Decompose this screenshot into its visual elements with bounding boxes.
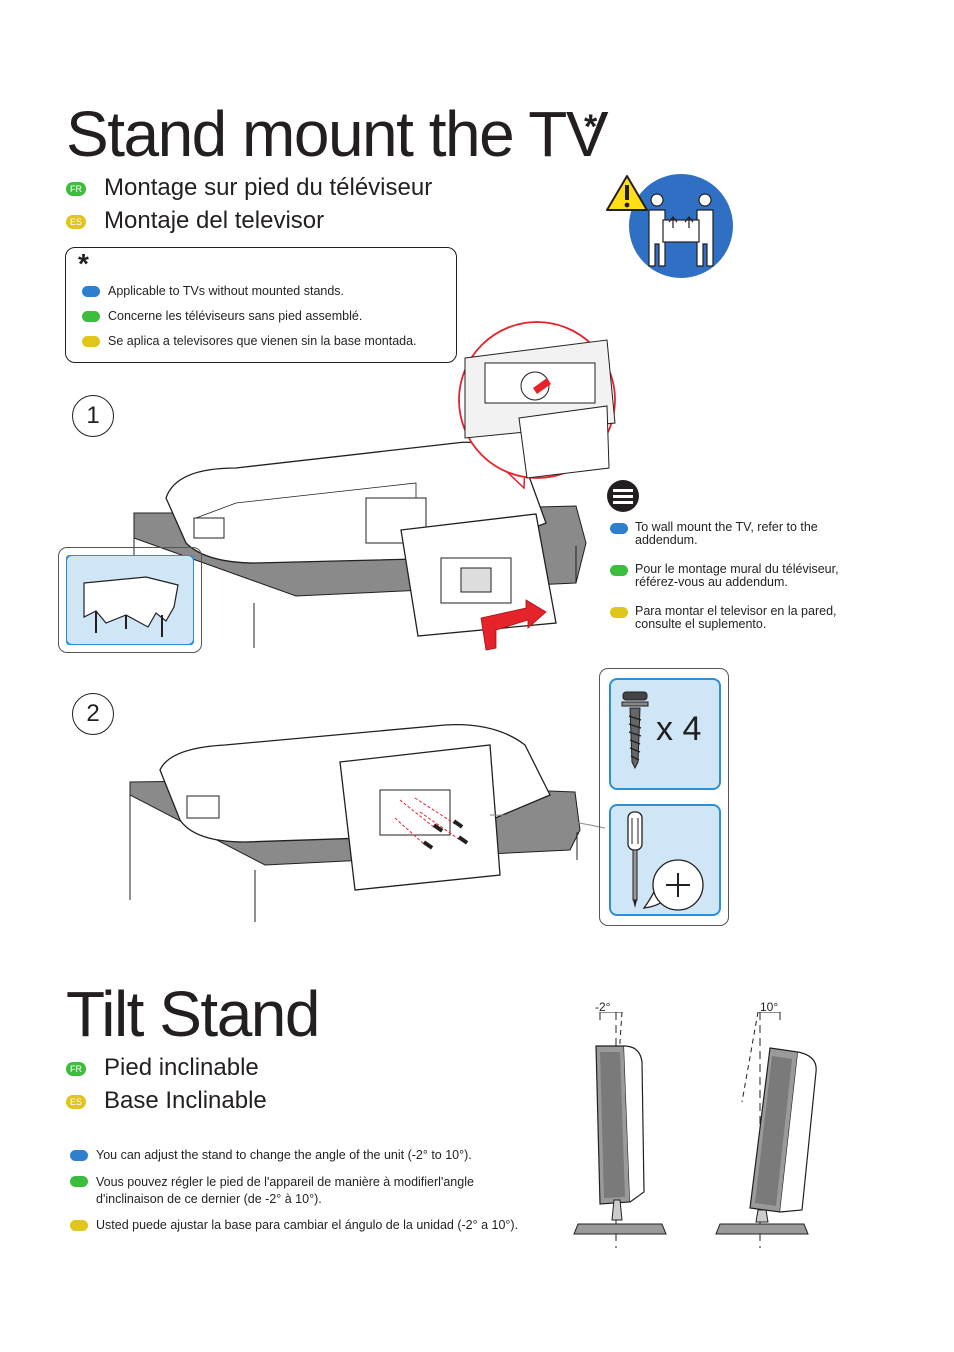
fr-dot [70,1176,88,1187]
screw-icon [621,691,649,770]
en-dot [82,286,100,297]
es-dot [70,1220,88,1231]
es-badge: ES [66,215,86,229]
tools-panel [599,668,729,926]
wall-note-es: Para montar el televisor en la pared, co… [635,604,837,631]
fr-subtitle: Montage sur pied du téléviseur [104,174,433,201]
two-person-lift-icon [648,193,714,267]
fr-badge: FR [66,1062,86,1076]
es-dot [610,607,628,618]
asterisk-mark: * [584,108,598,146]
es-badge: ES [66,1095,86,1109]
es-subtitle: Montaje del televisor [104,207,325,234]
applicability-en: Applicable to TVs without mounted stands… [108,284,345,298]
tilt-fr-subtitle: Pied inclinable [104,1054,259,1081]
tablecloth-panel [58,547,202,653]
fr-badge: FR [66,182,86,196]
es-dot [82,336,100,347]
detail-magnifier [458,321,616,479]
tablecloth-icon [66,555,194,645]
angle-left-label: -2° [595,1000,611,1014]
wall-note-fr: Pour le montage mural du téléviseur, réf… [635,562,839,589]
screwdriver-icon [627,811,704,911]
tilt-angle-diagrams [573,1012,817,1248]
page-title-stand-mount: Stand mount the TV [66,98,609,170]
step-1-number: 1 [72,395,114,437]
step-2-illustration [129,724,605,922]
angle-right-label: 10° [760,1000,779,1014]
tilt-fr: Vous pouvez régler le pied de l'appareil… [96,1175,474,1206]
applicability-es: Se aplica a televisores que vienen sin l… [108,334,417,348]
fr-dot [610,565,628,576]
applicability-note [65,247,457,363]
page-title-tilt-stand: Tilt Stand [66,978,320,1050]
note-icon [607,480,639,512]
applicability-fr: Concerne les téléviseurs sans pied assem… [108,309,363,323]
warning-icon [606,174,733,278]
en-dot [70,1150,88,1161]
tilt-es-subtitle: Base Inclinable [104,1087,267,1114]
step-2-number: 2 [72,693,114,735]
en-dot [610,523,628,534]
plus-icon [642,859,704,911]
tilt-es: Usted puede ajustar la base para cambiar… [96,1218,519,1232]
screw-count: x 4 [656,710,702,748]
note-asterisk: * [78,248,89,279]
fr-dot [82,311,100,322]
wall-note-en: To wall mount the TV, refer to the adden… [635,520,818,547]
tilt-en: You can adjust the stand to change the a… [96,1148,472,1162]
step-1-illustration [133,432,587,651]
